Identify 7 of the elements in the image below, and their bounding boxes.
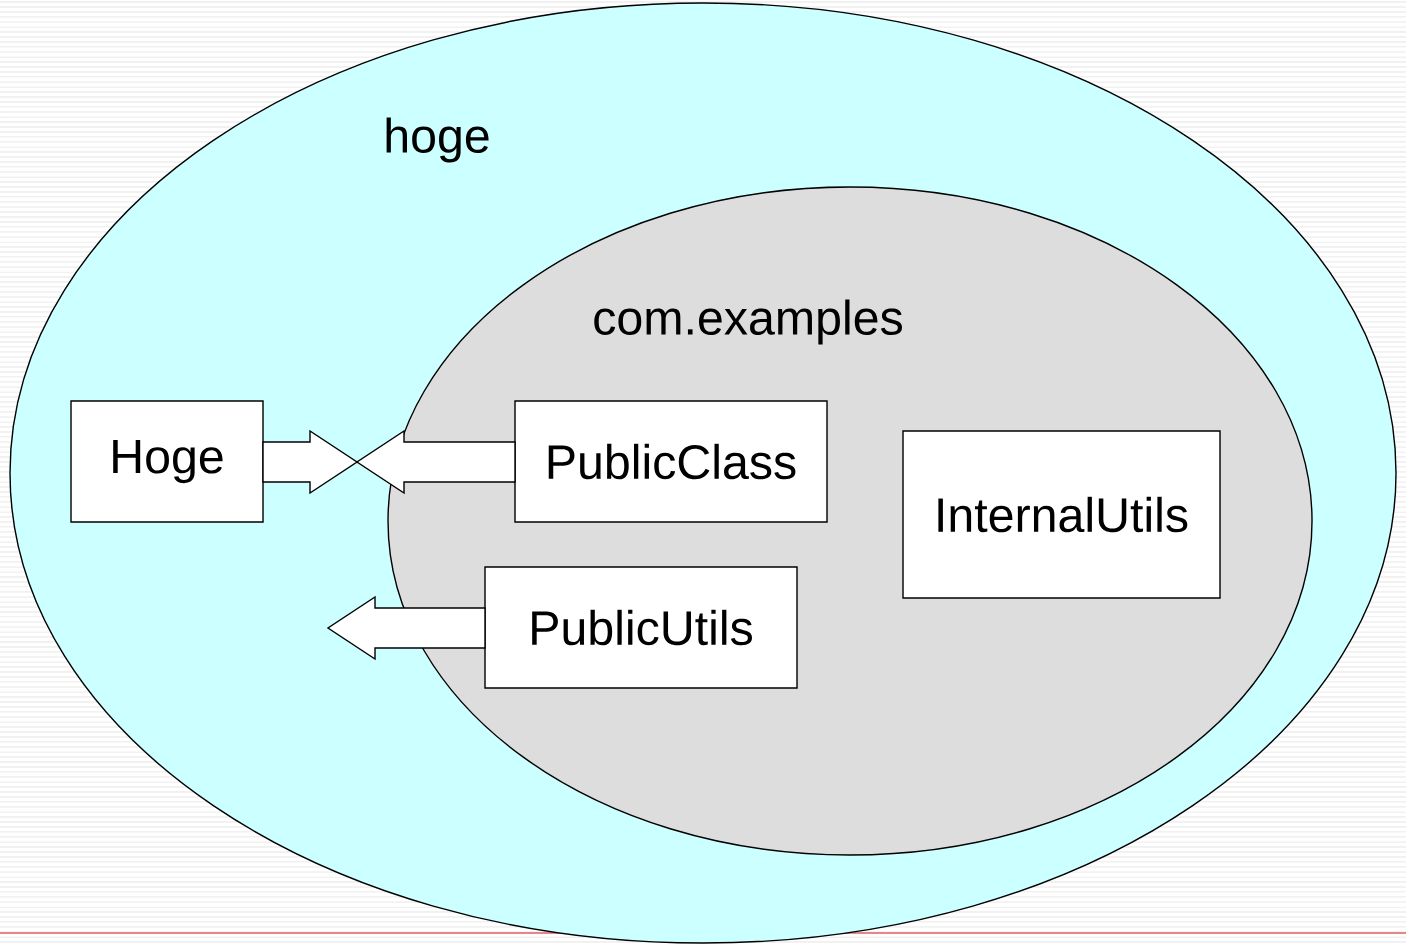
class-box: PublicClass (514, 400, 828, 523)
block-arrow (262, 429, 359, 495)
block-arrow (355, 429, 516, 495)
class-box: InternalUtils (902, 430, 1221, 599)
class-box: Hoge (70, 400, 264, 523)
class-box: PublicUtils (484, 566, 798, 689)
block-arrow (326, 595, 486, 661)
